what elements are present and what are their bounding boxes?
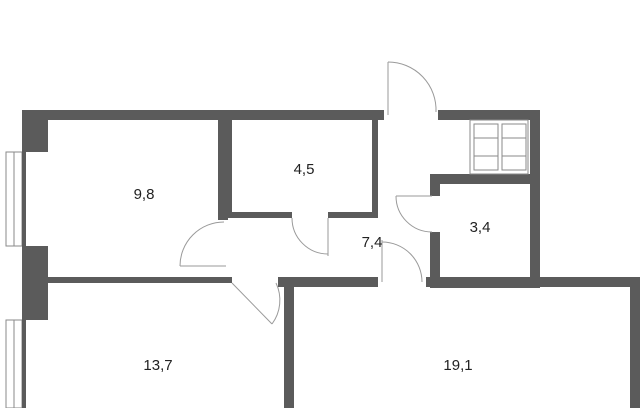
wall-living-top xyxy=(48,277,232,283)
wall-bath-left-top xyxy=(430,174,440,196)
wall-storage-left xyxy=(228,120,232,216)
wall-left-mid xyxy=(22,246,48,320)
room-living-area: 13,7 xyxy=(143,357,172,374)
wall-storage-bottom-right xyxy=(328,212,378,218)
wall-kitchen-right xyxy=(630,277,640,408)
door-bedroom xyxy=(179,221,226,267)
wall-partition-1 xyxy=(218,120,228,220)
door-living xyxy=(231,282,281,325)
window-lower xyxy=(5,319,23,408)
wall-bath-left-bottom xyxy=(430,232,440,288)
room-storage-area: 4,5 xyxy=(294,161,315,178)
doors xyxy=(179,61,437,325)
wall-kitchen-top-right xyxy=(426,277,640,287)
window-upper xyxy=(5,151,23,247)
room-hall-area: 7,4 xyxy=(362,234,383,251)
wall-top xyxy=(22,110,384,120)
wall-storage-right xyxy=(372,120,378,218)
wall-right xyxy=(530,110,540,288)
wall-bath-top xyxy=(430,174,530,184)
room-bathroom-area: 3,4 xyxy=(470,219,491,236)
walls xyxy=(22,110,640,408)
door-entrance xyxy=(387,61,437,115)
wall-top-right xyxy=(438,110,540,120)
room-bedroom-area: 9,8 xyxy=(134,186,155,203)
door-kitchen xyxy=(381,240,423,283)
room-kitchen-area: 19,1 xyxy=(443,357,472,374)
wall-storage-bottom-left xyxy=(228,212,292,218)
door-bathroom xyxy=(395,195,433,233)
appliance-cabinet xyxy=(469,119,529,175)
wall-kitchen-left xyxy=(284,277,294,408)
wall-kitchen-top-left xyxy=(278,277,378,287)
door-storage xyxy=(291,217,329,256)
